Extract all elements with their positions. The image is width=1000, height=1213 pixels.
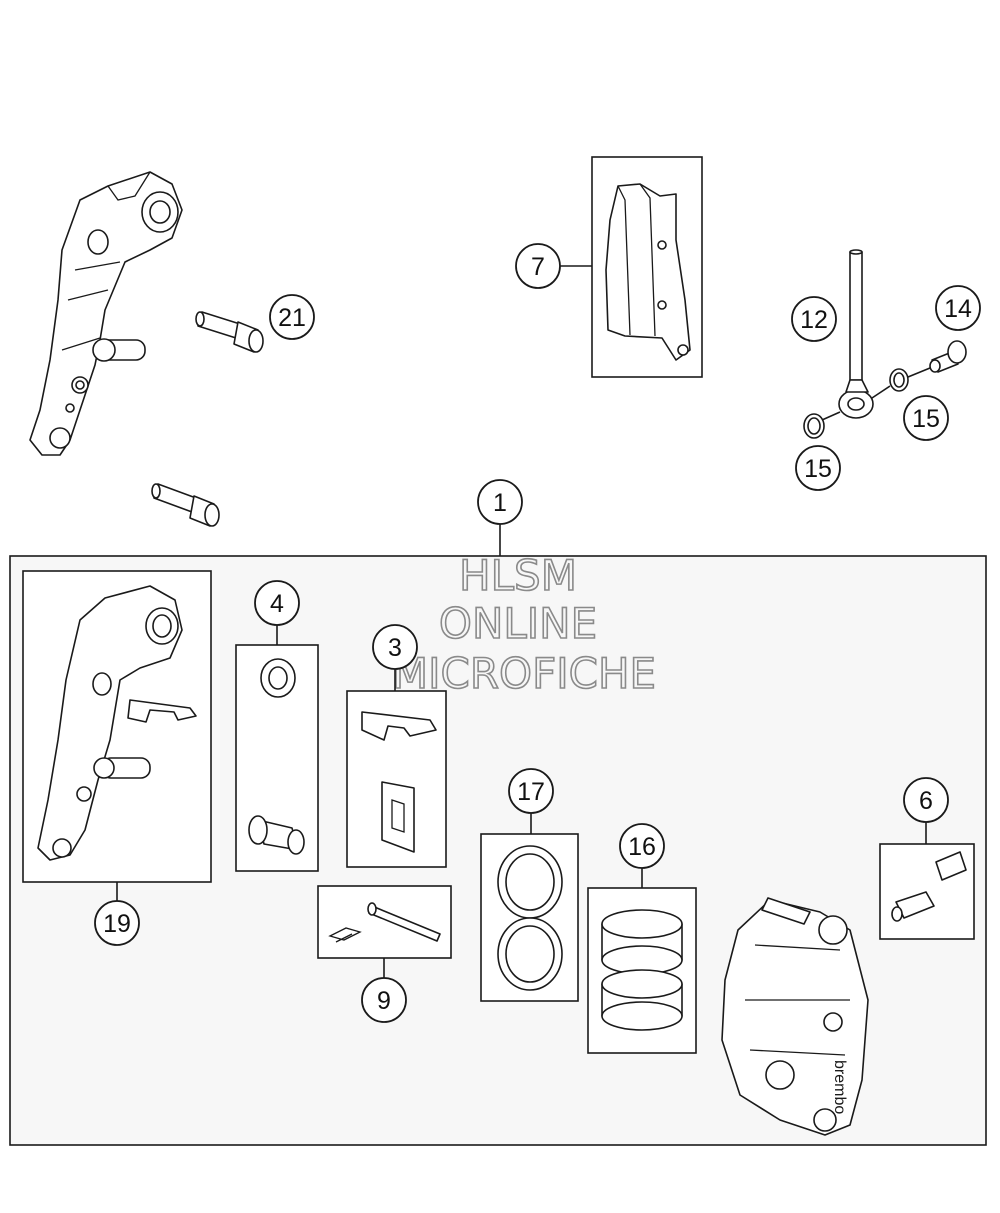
watermark-line2: ONLINE <box>439 599 597 648</box>
callout-19: 19 <box>94 900 140 946</box>
callout-1: 1 <box>477 479 523 525</box>
callout-15-left: 15 <box>795 445 841 491</box>
callout-21: 21 <box>269 294 315 340</box>
brake-caliper-body: brembo <box>721 897 869 1136</box>
banjo-bolt <box>929 340 967 373</box>
caliper-support-bracket <box>29 171 183 456</box>
pad-pin-box <box>317 885 452 959</box>
pad-springs <box>361 711 437 853</box>
brake-line-banjo <box>838 249 874 419</box>
svg-text:15: 15 <box>804 455 832 483</box>
callout-17: 17 <box>508 768 554 814</box>
callout-14: 14 <box>935 285 981 331</box>
svg-text:19: 19 <box>103 910 131 938</box>
pistons <box>601 909 683 1031</box>
brake-pads <box>605 183 691 361</box>
svg-text:9: 9 <box>377 987 391 1015</box>
svg-text:6: 6 <box>919 787 933 815</box>
svg-text:14: 14 <box>944 295 972 323</box>
callout-16: 16 <box>619 823 665 869</box>
watermark-line1: HLSM <box>459 551 577 600</box>
pad-pin <box>328 902 441 943</box>
bleeder-valve <box>891 851 967 922</box>
svg-text:15: 15 <box>912 405 940 433</box>
bolt-upper <box>195 311 264 353</box>
callout-12: 12 <box>791 296 837 342</box>
callout-9: 9 <box>361 977 407 1023</box>
callout-7: 7 <box>515 243 561 289</box>
bolt-lower <box>151 483 220 527</box>
svg-text:7: 7 <box>531 253 545 281</box>
caliper-brand-text: brembo <box>831 1060 848 1114</box>
callout-15-right: 15 <box>903 395 949 441</box>
svg-text:4: 4 <box>270 590 284 618</box>
bracket-kit <box>37 585 197 861</box>
callout-4: 4 <box>254 580 300 626</box>
piston-seals <box>497 845 563 991</box>
callout-6: 6 <box>903 777 949 823</box>
svg-text:1: 1 <box>493 489 507 517</box>
svg-text:12: 12 <box>800 306 828 334</box>
svg-text:21: 21 <box>278 304 306 332</box>
copper-washer-upper <box>889 368 909 392</box>
svg-text:17: 17 <box>517 778 545 806</box>
svg-text:3: 3 <box>388 634 402 662</box>
svg-text:16: 16 <box>628 833 656 861</box>
seal-kit <box>248 658 305 855</box>
callout-3: 3 <box>372 624 418 670</box>
copper-washer-lower <box>803 413 825 439</box>
